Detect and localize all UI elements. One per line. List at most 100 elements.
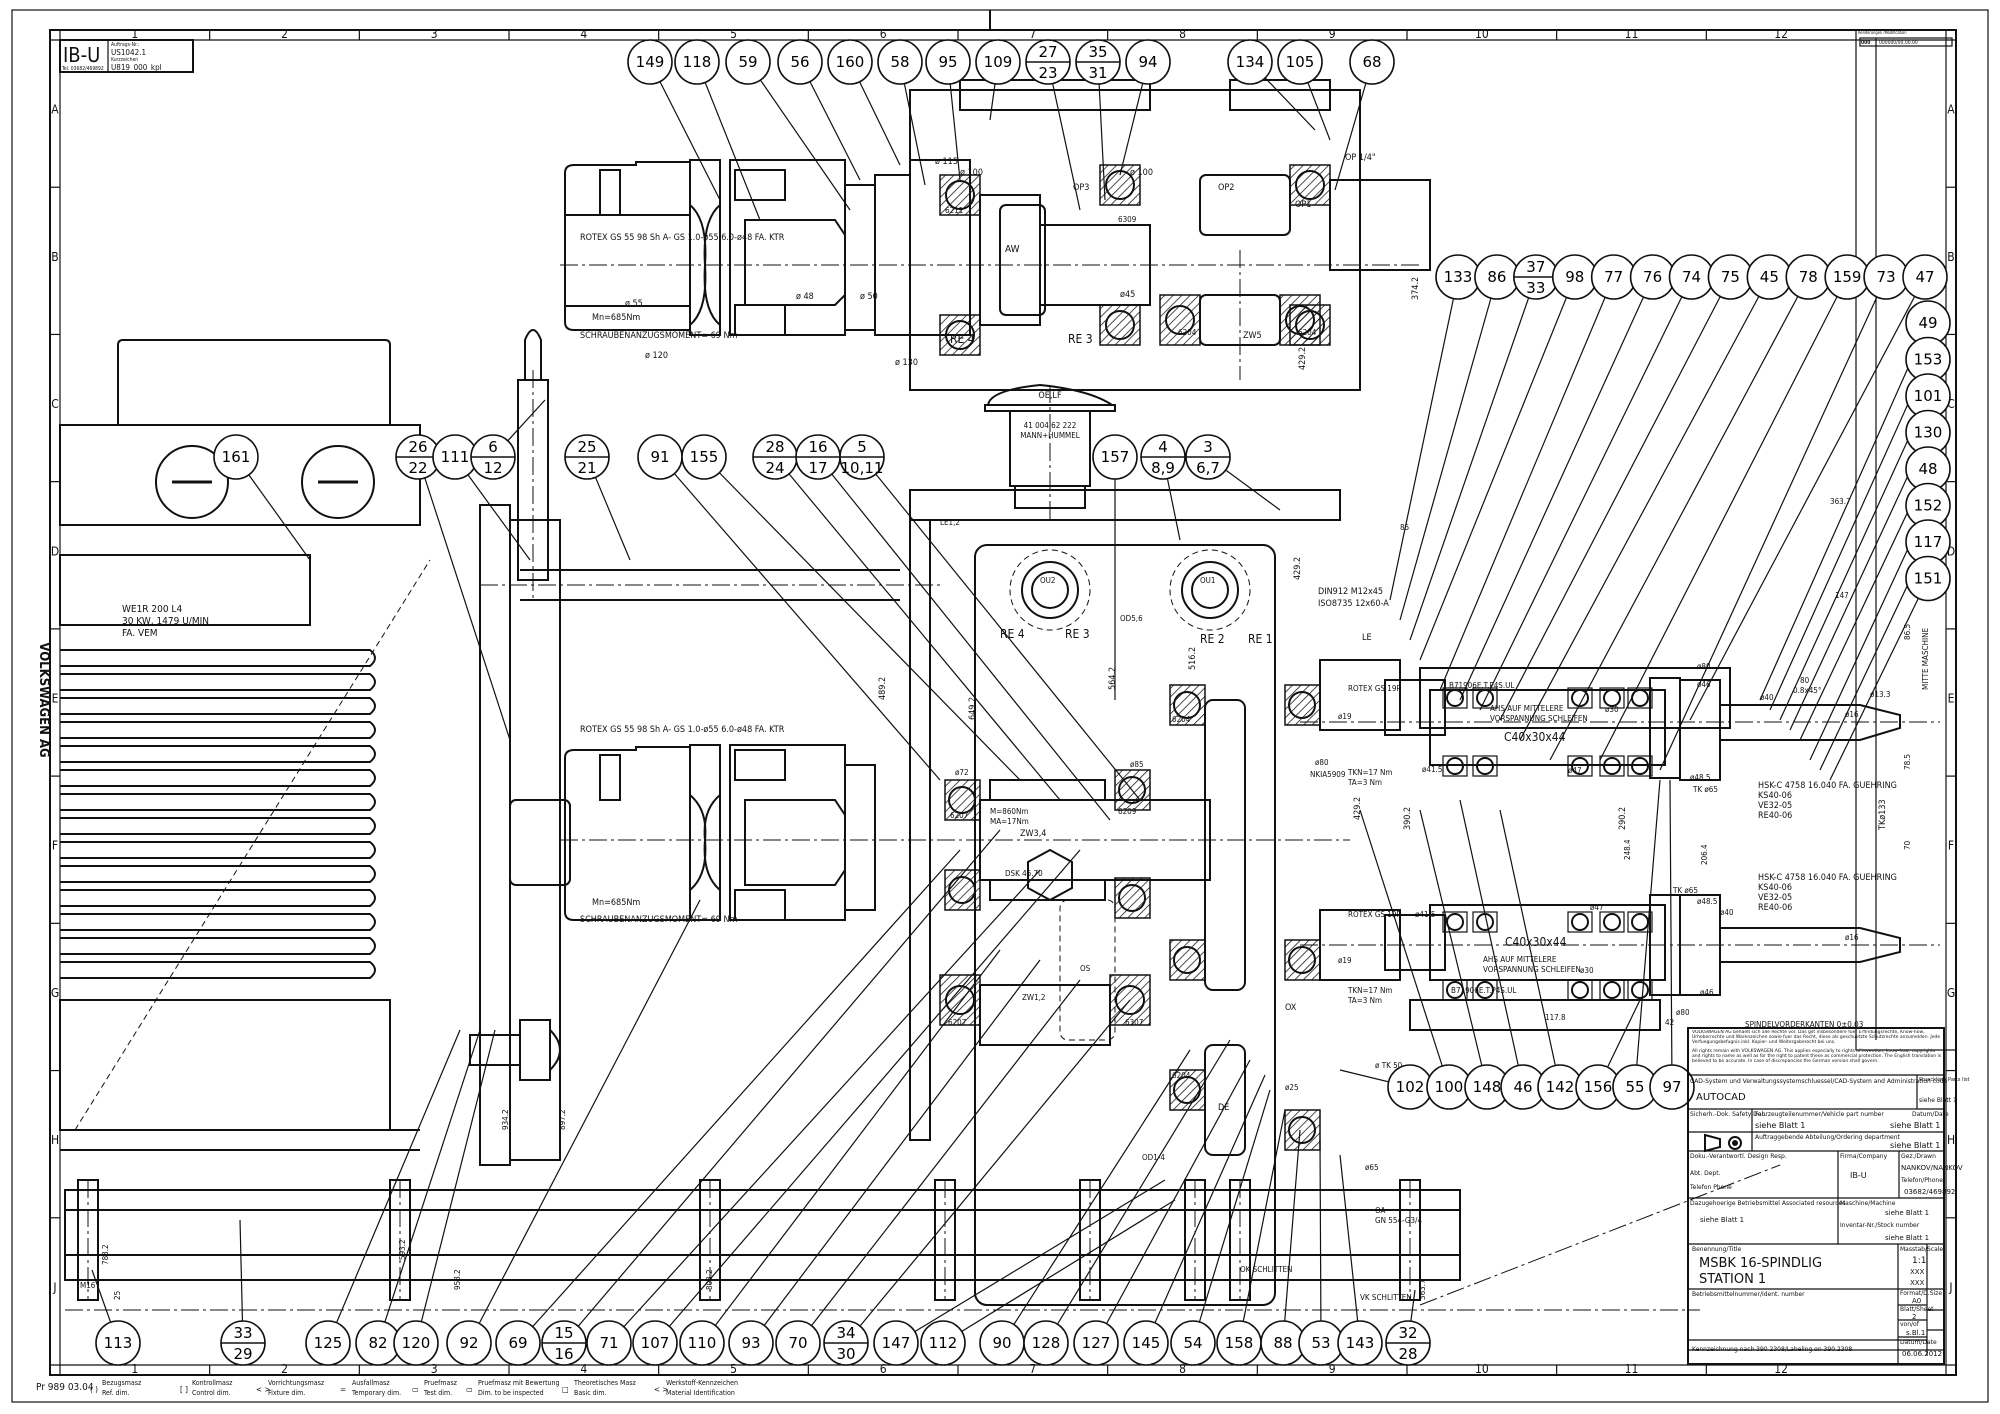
dim-dia415-upper: ø41.5 [1422, 765, 1442, 774]
legend-symbol: < > [654, 1385, 668, 1394]
legend-en: Material Identification [666, 1389, 735, 1397]
dim-dia50: ø 50 [860, 292, 878, 302]
zone-column-1: 1 [131, 27, 138, 41]
top-coupling-assembly: ROTEX GS 55 98 Sh A- GS 1.0-ø55 6.0-ø48 … [560, 79, 1431, 391]
balloon-143: 143 [1337, 1320, 1383, 1366]
label-tkn-lower: TKN=17 Nm [1347, 986, 1392, 995]
bearing-6207-b: 6207 [948, 1018, 966, 1027]
balloon-82: 82 [355, 1320, 401, 1366]
balloon-97: 97 [1649, 1064, 1695, 1110]
header-order-label: Auftrags-Nr.: [111, 42, 139, 48]
label-op3: OP3 [1073, 183, 1089, 193]
svg-text:31: 31 [1088, 64, 1107, 82]
balloon-98: 98 [1551, 254, 1598, 300]
svg-text:75: 75 [1721, 268, 1740, 286]
legend-en: Ref. dim. [102, 1389, 130, 1397]
svg-text:4: 4 [1158, 438, 1168, 456]
balloon-128: 128 [1023, 1320, 1069, 1366]
svg-text:82: 82 [368, 1334, 387, 1352]
label-oa: OA [1375, 1206, 1386, 1215]
svg-text:26: 26 [408, 438, 427, 456]
balloon-76: 76 [1629, 254, 1676, 300]
zone-column-10: 10 [1475, 27, 1489, 41]
zone-column-5: 5 [730, 1362, 737, 1376]
balloon-95: 95 [925, 39, 971, 85]
coupling-mid-label: ROTEX GS 55 98 Sh A- GS 1.0-ø55 6.0-ø48 … [580, 725, 785, 735]
dim-117-8: 117.8 [1545, 1013, 1566, 1022]
balloon-86: 86 [1474, 254, 1520, 300]
svg-text:118: 118 [683, 53, 712, 71]
zone-row-G: G [51, 986, 59, 1000]
balloon-69: 69 [495, 1320, 541, 1366]
drawn-label: Gez./Drawn [1901, 1153, 1936, 1160]
balloon-147: 147 [873, 1320, 919, 1366]
svg-text:160: 160 [836, 53, 865, 71]
electric-motor: WE1R 200 L4 30 KW, 1479 U/MIN FA. VEM [59, 339, 431, 1151]
dim-248-4: 248.4 [1623, 839, 1632, 860]
legend-en: Temporary dim. [351, 1389, 401, 1397]
balloon-53: 53 [1298, 1320, 1344, 1366]
zone-row-F: F [52, 839, 58, 853]
balloon-75: 75 [1707, 254, 1754, 300]
balloon-92: 92 [446, 1320, 492, 1366]
company-value: IB-U [1850, 1171, 1867, 1180]
balloon-6-12: 612 [470, 434, 516, 480]
dim-390-2: 390.2 [1403, 807, 1413, 830]
svg-text:110: 110 [688, 1334, 717, 1352]
dim-dia46-upper: ø46 [1697, 680, 1711, 689]
legend-en: Dim. to be inspected [478, 1389, 544, 1397]
balloon-94: 94 [1125, 39, 1171, 85]
header-order-no: US1042.1 [111, 48, 146, 57]
dim-dia40-upper: ø40 [1760, 693, 1774, 702]
breather-filter: OE,LF 41 004 62 222 MANN+HUMMEL [984, 383, 1116, 520]
header-short-label: Kurzzeichen [111, 57, 138, 63]
zone-column-7: 7 [1029, 27, 1036, 41]
label-tkn-upper: TKN=17 Nm [1347, 768, 1392, 777]
label-ta-lower: TA=3 Nm [1347, 996, 1382, 1005]
revision-code: 000 [1861, 40, 1870, 46]
dim-dia40-lower: ø40 [1720, 908, 1734, 917]
svg-text:153: 153 [1914, 351, 1943, 369]
label-ou2: OU2 [1040, 576, 1056, 585]
balloon-73: 73 [1863, 254, 1909, 300]
balloon-49: 49 [1905, 300, 1951, 346]
legend-en: Basic dim. [574, 1389, 607, 1397]
svg-text:112: 112 [929, 1334, 958, 1352]
balloon-159: 159 [1824, 254, 1870, 300]
header-phone: Tel. 03682/469892 [61, 66, 104, 72]
label-re2: RE 2 [1200, 632, 1225, 646]
dim-dia46-lower: ø46 [1700, 988, 1714, 997]
dim-dia130: ø 130 [895, 358, 918, 368]
dim-147: 147 [1835, 591, 1849, 600]
phone2-value: 03682/469892 [1904, 1188, 1955, 1196]
dim-dia47-upper: ø47 [1568, 766, 1582, 775]
leader-lines [91, 61, 1929, 1344]
svg-text:10,11: 10,11 [841, 459, 884, 477]
balloon-77: 77 [1590, 254, 1637, 300]
balloon-156: 156 [1575, 1064, 1621, 1110]
balloon-148: 148 [1464, 1064, 1510, 1110]
dim-564-2: 564.2 [1108, 667, 1118, 690]
title-block: VOLKSWAGEN AG behaelt sich alle Rechte v… [1687, 1027, 1969, 1365]
svg-text:88: 88 [1273, 1334, 1292, 1352]
zone-column-1: 1 [131, 1362, 138, 1376]
zone-row-C: C [1947, 397, 1955, 411]
svg-text:3: 3 [1203, 438, 1213, 456]
balloon-133: 133 [1435, 254, 1481, 300]
balloon-88: 88 [1260, 1320, 1306, 1366]
label-mitte-maschine: MITTE MASCHINE [1921, 628, 1930, 690]
svg-text:6: 6 [488, 438, 498, 456]
dim-78-5: 78.5 [1903, 754, 1912, 770]
legend-symbol: ( ) [90, 1385, 98, 1394]
dim-934-2: 934.2 [501, 1109, 510, 1130]
balloon-160: 160 [827, 39, 873, 85]
svg-text:27: 27 [1038, 43, 1057, 61]
base-plate: OA GN 554-G3/4 OK SCHLITTEN VK SCHLITTEN… [64, 1061, 1781, 1311]
balloon-112: 112 [920, 1320, 966, 1366]
zone-row-F: F [1948, 839, 1954, 853]
dim-dia16-upper: ø16 [1845, 710, 1859, 719]
zone-column-6: 6 [880, 1362, 887, 1376]
label-ahs-upper-2: VORSPANNUNG SCHLEIFEN [1490, 714, 1588, 723]
